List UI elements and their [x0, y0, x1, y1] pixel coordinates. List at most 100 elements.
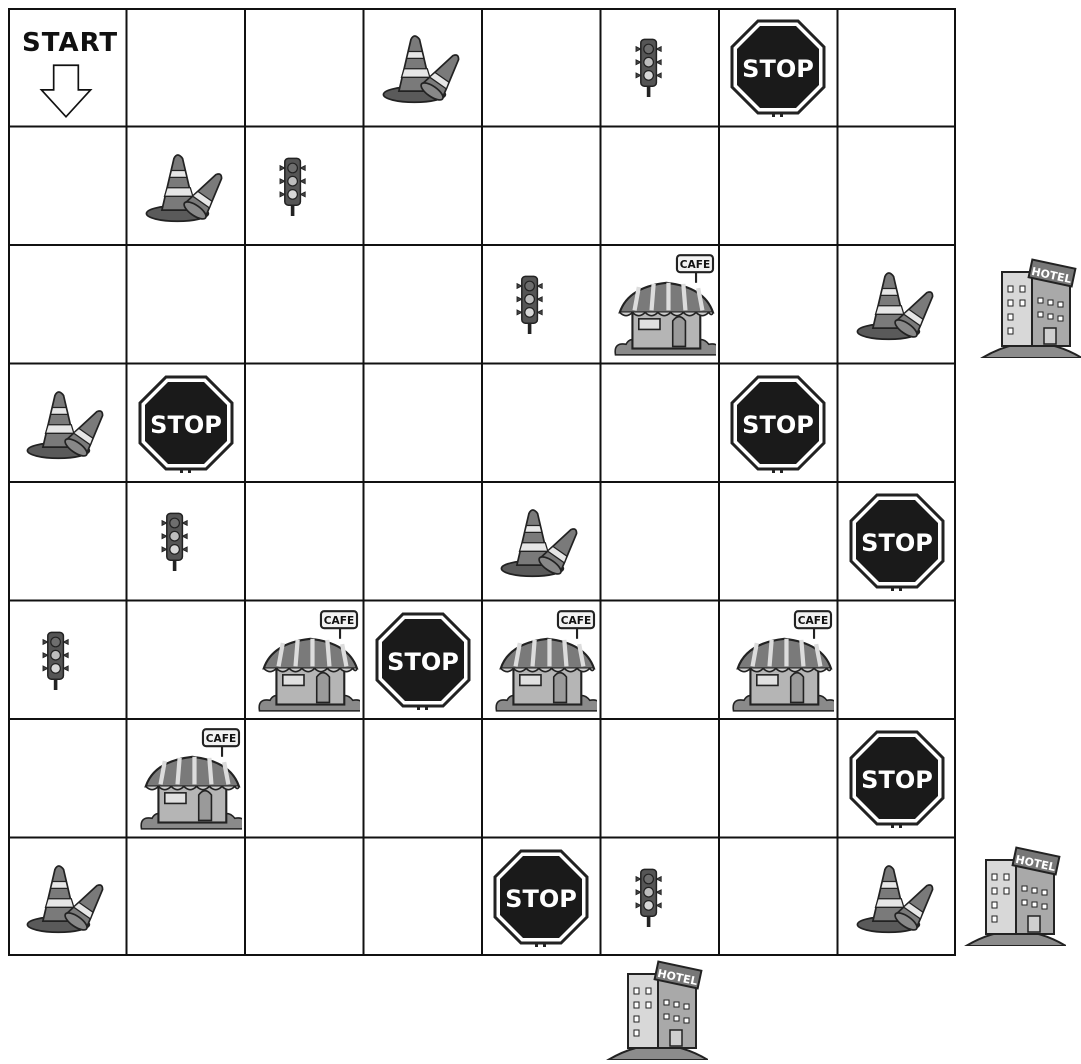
- grid-cell: [838, 8, 957, 127]
- grid-cell: STOP: [127, 364, 246, 483]
- stop-sign-text: STOP: [387, 648, 459, 676]
- grid-cell: STOP: [482, 838, 601, 957]
- grid-cell: [482, 482, 601, 601]
- traffic-cone-icon: [847, 261, 947, 347]
- stop-sign-icon: STOP: [373, 606, 473, 714]
- traffic-light-icon: [274, 134, 334, 238]
- grid-cell: [245, 482, 364, 601]
- grid-cell: STOP: [838, 719, 957, 838]
- grid-cell: STOP: [364, 601, 483, 720]
- grid-cell: [8, 601, 127, 720]
- stop-sign-text: STOP: [861, 766, 933, 794]
- maze-board: START STOP CAFE STOP STOP STOP CAFE STOP CAFE CAF…: [8, 8, 956, 956]
- hotel-building-icon: HOTEL: [604, 960, 708, 1060]
- grid-cell: [245, 364, 364, 483]
- grid-cell: [8, 482, 127, 601]
- grid-cell: [364, 245, 483, 364]
- traffic-cone-icon: [373, 24, 473, 110]
- grid-cell: [601, 482, 720, 601]
- exit-hotel-right-row3: HOTEL: [978, 258, 1081, 362]
- grid-cell: [601, 364, 720, 483]
- traffic-cone-icon: [17, 380, 117, 466]
- grid-cell: [8, 838, 127, 957]
- grid-cell: [127, 482, 246, 601]
- stop-sign-icon: STOP: [136, 369, 236, 477]
- traffic-cone-icon: [17, 854, 117, 940]
- cafe-building-icon: CAFE: [130, 725, 242, 831]
- stop-sign-text: STOP: [150, 411, 222, 439]
- traffic-light-icon: [630, 15, 690, 119]
- cafe-sign-text: CAFE: [561, 615, 591, 627]
- grid-cell: STOP: [719, 8, 838, 127]
- grid-cell: [364, 838, 483, 957]
- traffic-light-icon: [511, 252, 571, 356]
- traffic-light-icon: [630, 845, 690, 949]
- grid-cell: [127, 601, 246, 720]
- grid-cell: [482, 245, 601, 364]
- start-label: START: [22, 28, 118, 58]
- grid-cell: [838, 245, 957, 364]
- grid-cell: [8, 127, 127, 246]
- cafe-building-icon: CAFE: [604, 251, 716, 357]
- grid-cell: [482, 8, 601, 127]
- grid-cell: [364, 8, 483, 127]
- grid-cell: CAFE: [482, 601, 601, 720]
- stop-sign-text: STOP: [742, 411, 814, 439]
- grid-cell: [601, 8, 720, 127]
- grid-cell: [364, 127, 483, 246]
- stop-sign-icon: STOP: [728, 13, 828, 121]
- stop-sign-text: STOP: [742, 55, 814, 83]
- grid-cell: [364, 482, 483, 601]
- grid-cell: [719, 482, 838, 601]
- grid-cell: STOP: [719, 364, 838, 483]
- stop-sign-text: STOP: [505, 885, 577, 913]
- grid-cell: [127, 8, 246, 127]
- grid-cell: [838, 127, 957, 246]
- grid-cell: [719, 245, 838, 364]
- grid-cell: [127, 245, 246, 364]
- cafe-sign-text: CAFE: [324, 615, 354, 627]
- stop-sign-icon: STOP: [847, 724, 947, 832]
- grid-cell: [245, 838, 364, 957]
- stop-sign-icon: STOP: [491, 843, 591, 951]
- stop-sign-text: STOP: [861, 529, 933, 557]
- grid-cell: [838, 838, 957, 957]
- cafe-building-icon: CAFE: [248, 607, 360, 713]
- traffic-light-icon: [156, 489, 216, 593]
- traffic-cone-icon: [491, 498, 591, 584]
- grid-cell: STOP: [838, 482, 957, 601]
- grid-cell: [364, 719, 483, 838]
- grid-cell: [719, 838, 838, 957]
- traffic-cone-icon: [847, 854, 947, 940]
- stop-sign-icon: STOP: [847, 487, 947, 595]
- grid-cell: [838, 364, 957, 483]
- start-down-arrow-icon: [36, 63, 96, 119]
- grid-cell: [127, 838, 246, 957]
- grid-cell: [719, 127, 838, 246]
- grid-cell: [245, 127, 364, 246]
- grid-cell: [601, 719, 720, 838]
- grid-cell: [719, 719, 838, 838]
- cafe-building-icon: CAFE: [722, 607, 834, 713]
- grid-cell: CAFE: [127, 719, 246, 838]
- stop-sign-icon: STOP: [728, 369, 828, 477]
- hotel-building-icon: HOTEL: [962, 846, 1066, 946]
- grid-cell: CAFE: [245, 601, 364, 720]
- grid-cell: [8, 719, 127, 838]
- grid-cell: [601, 838, 720, 957]
- exit-hotel-bottom-col6: HOTEL: [604, 960, 708, 1064]
- cafe-sign-text: CAFE: [798, 615, 828, 627]
- grid-cell: [482, 719, 601, 838]
- grid-cell: [601, 127, 720, 246]
- grid-cell: [364, 364, 483, 483]
- traffic-light-icon: [37, 608, 97, 712]
- grid-cell: CAFE: [719, 601, 838, 720]
- grid-cell: [601, 601, 720, 720]
- hotel-building-icon: HOTEL: [978, 258, 1081, 358]
- grid-cell: [245, 8, 364, 127]
- grid-cell: [8, 364, 127, 483]
- cafe-sign-text: CAFE: [206, 733, 236, 745]
- grid-cell: [245, 719, 364, 838]
- traffic-cone-icon: [136, 143, 236, 229]
- grid-cell: START: [8, 8, 127, 127]
